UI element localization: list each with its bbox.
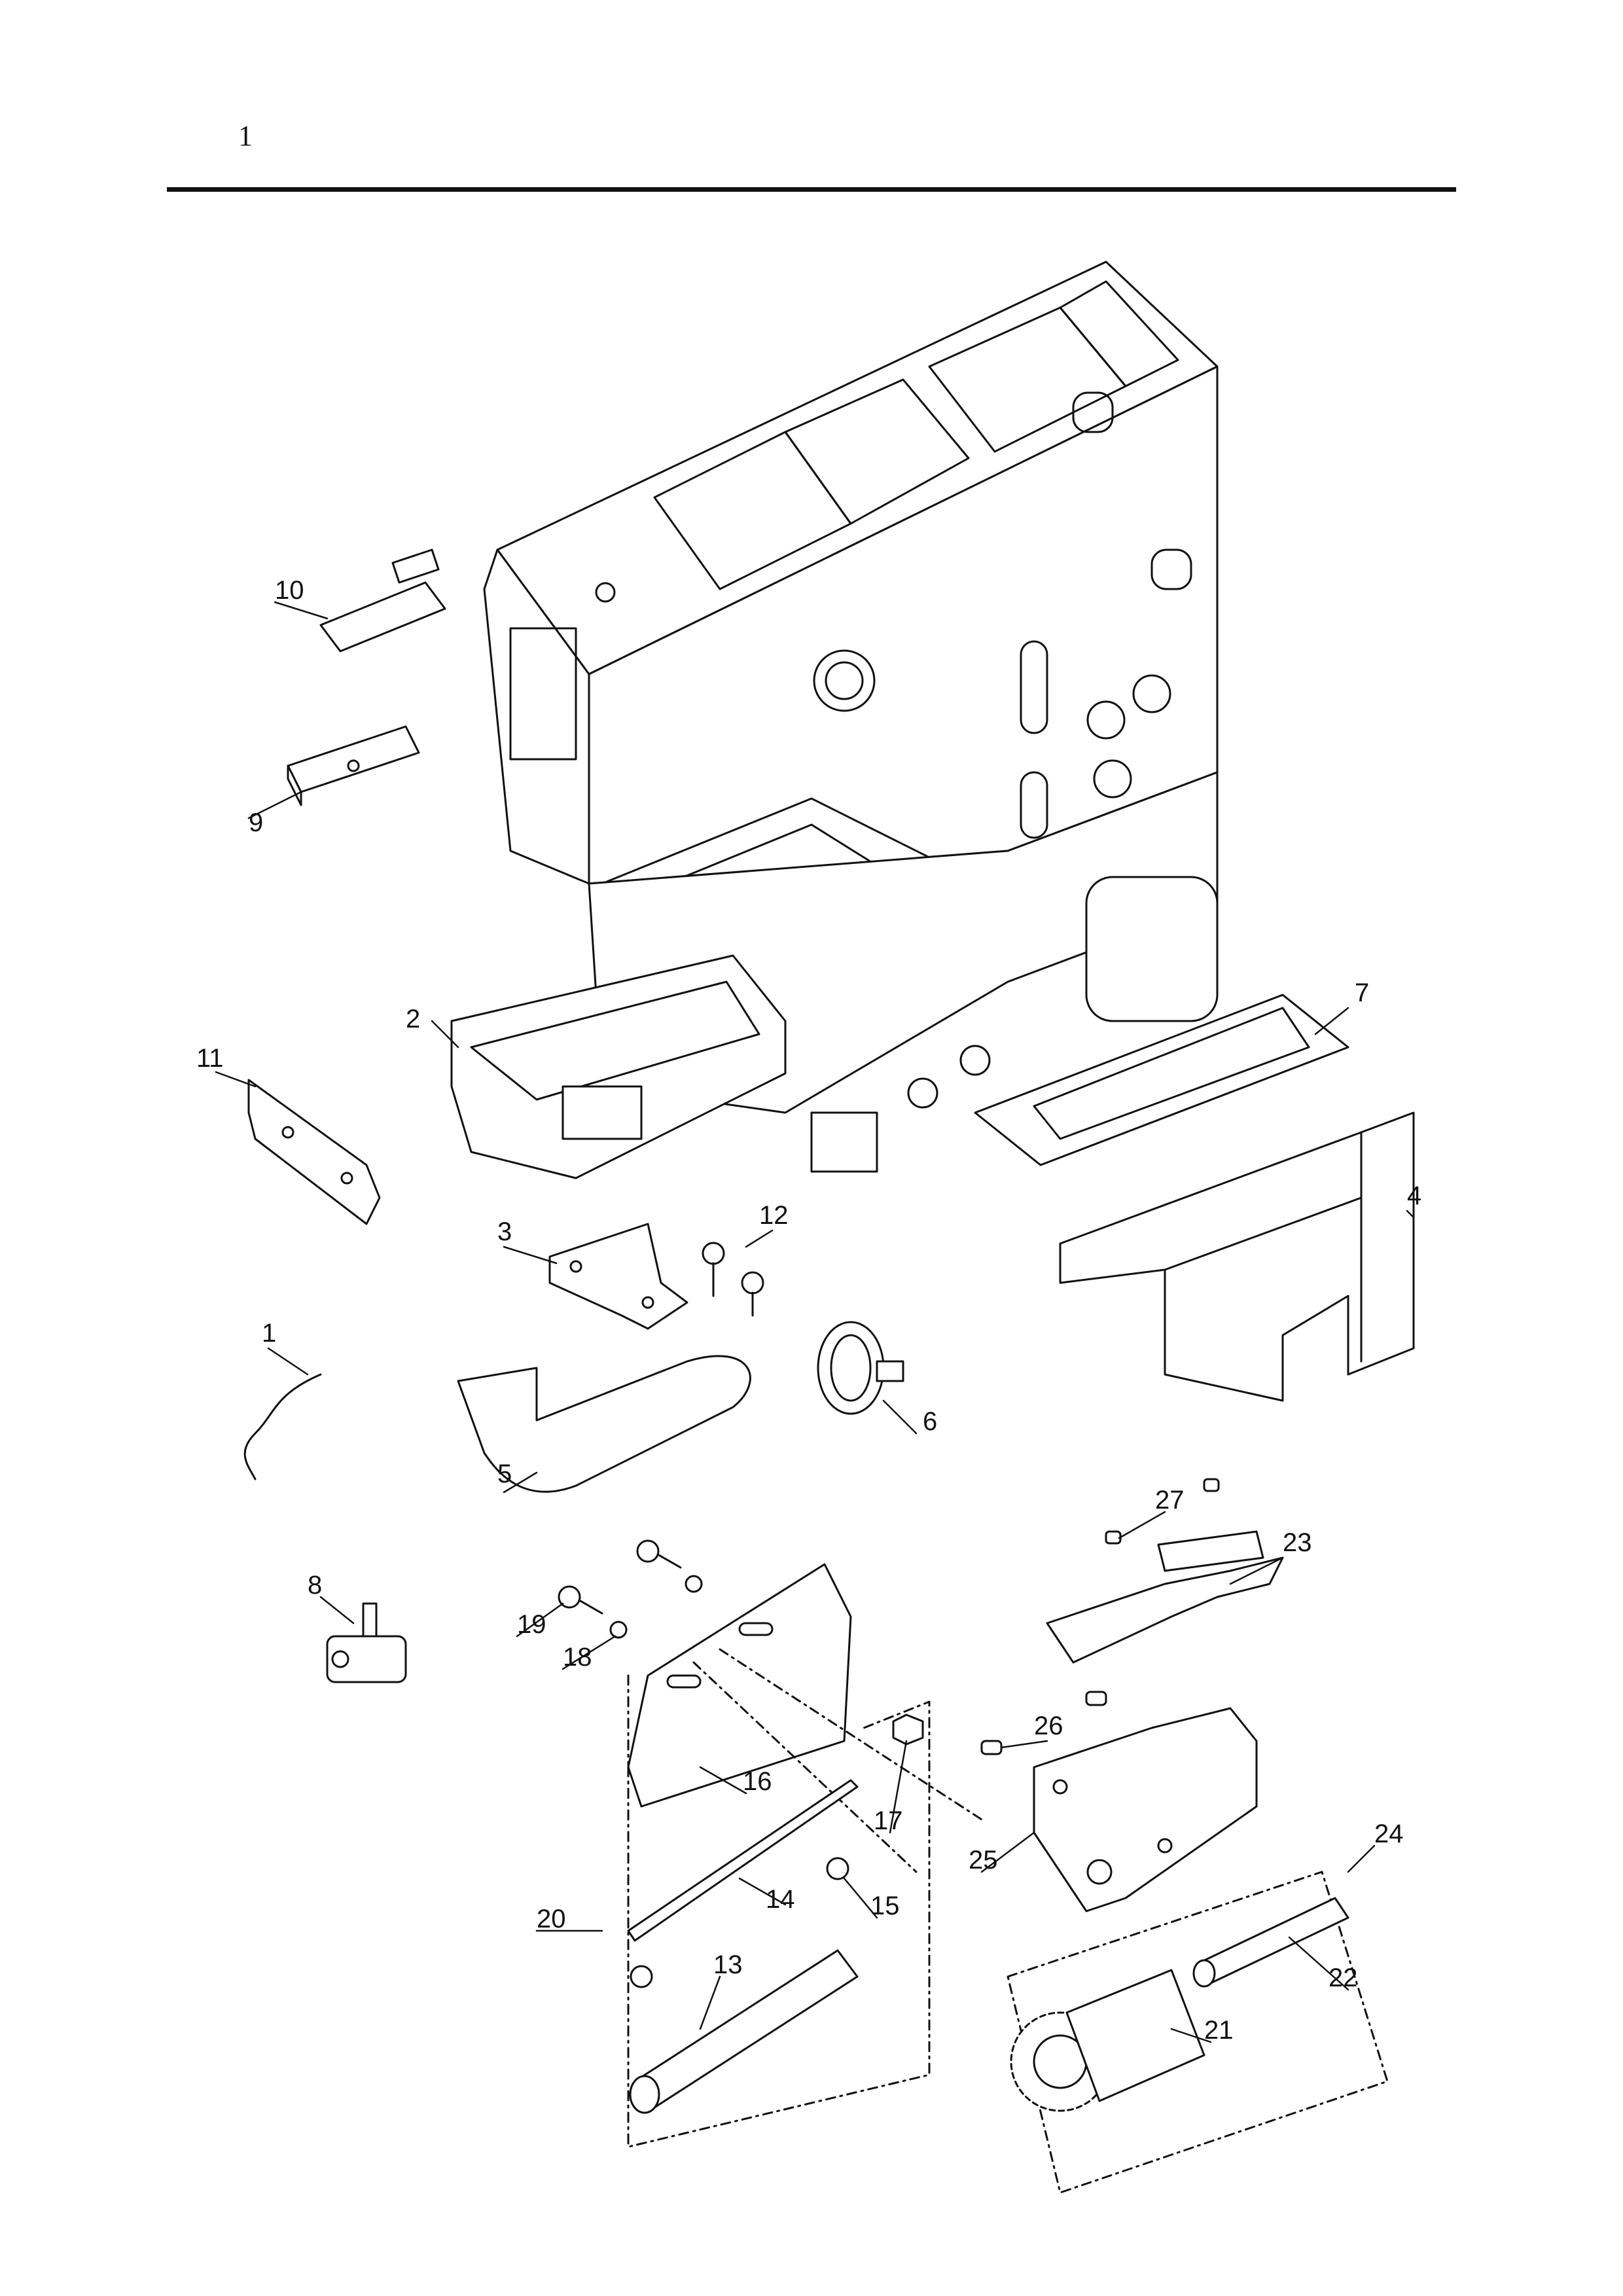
callout-27: 27 [1155, 1486, 1185, 1515]
callout-18: 18 [563, 1643, 592, 1672]
main-casting [483, 260, 1219, 1173]
part-22-shaft [1192, 1897, 1349, 1988]
part-4-support-bracket [1059, 1111, 1415, 1402]
part-7-tray-plate [974, 994, 1349, 1166]
callout-17: 17 [874, 1806, 903, 1835]
assembly-20-frame [627, 1648, 983, 2148]
callout-10: 10 [275, 576, 304, 605]
callout-1: 1 [262, 1319, 276, 1348]
header-rule [167, 187, 1456, 192]
callout-3: 3 [497, 1217, 512, 1246]
callout-23: 23 [1283, 1528, 1312, 1557]
part-11-bar [247, 1079, 381, 1225]
parts-15-17-nuts [630, 1713, 924, 1988]
callout-25: 25 [969, 1846, 998, 1874]
assembly-24-frame [1007, 1871, 1389, 2194]
part-16-cover-plate [627, 1563, 852, 1808]
callout-11: 11 [196, 1044, 224, 1073]
part-25-gear-bracket [1033, 1707, 1258, 1912]
leader-lines [215, 601, 1415, 2043]
part-3-bracket [548, 1223, 688, 1330]
part-1-cable [243, 1373, 322, 1480]
part-12-screws [702, 1242, 764, 1317]
part-9-block [287, 725, 420, 806]
callout-12: 12 [759, 1201, 789, 1230]
part-14-rod [627, 1779, 859, 1942]
callout-22: 22 [1329, 1964, 1358, 1992]
part-8-valve [326, 1602, 407, 1683]
parts-18-19-bolts [558, 1539, 703, 1639]
callout-labels: 1 2 3 4 5 6 7 8 9 10 11 12 13 14 15 16 1… [196, 576, 1421, 2045]
part-5-elbow-duct [457, 1355, 751, 1493]
callout-8: 8 [308, 1571, 322, 1600]
callout-2: 2 [406, 1005, 420, 1033]
part-10-plate [319, 548, 446, 653]
callout-26: 26 [1034, 1712, 1063, 1740]
callout-19: 19 [517, 1610, 546, 1639]
part-6-hose-clamp [817, 1321, 904, 1415]
callout-4: 4 [1407, 1181, 1421, 1210]
part-23-bracket-plate [1046, 1530, 1284, 1664]
callout-16: 16 [743, 1767, 772, 1796]
callout-5: 5 [497, 1460, 512, 1488]
callout-9: 9 [249, 808, 263, 837]
callout-20: 20 [537, 1905, 566, 1933]
callout-14: 14 [766, 1885, 795, 1914]
callout-6: 6 [923, 1407, 937, 1436]
part-2-front-housing [450, 954, 787, 1179]
callout-24: 24 [1374, 1820, 1404, 1848]
callout-15: 15 [870, 1892, 900, 1920]
part-13-roller [629, 1949, 859, 2114]
page-number: 1 [238, 120, 253, 152]
callout-7: 7 [1355, 978, 1369, 1007]
part-21-gear [1010, 1969, 1205, 2112]
callout-21: 21 [1204, 2016, 1234, 2045]
callout-13: 13 [713, 1950, 743, 1979]
